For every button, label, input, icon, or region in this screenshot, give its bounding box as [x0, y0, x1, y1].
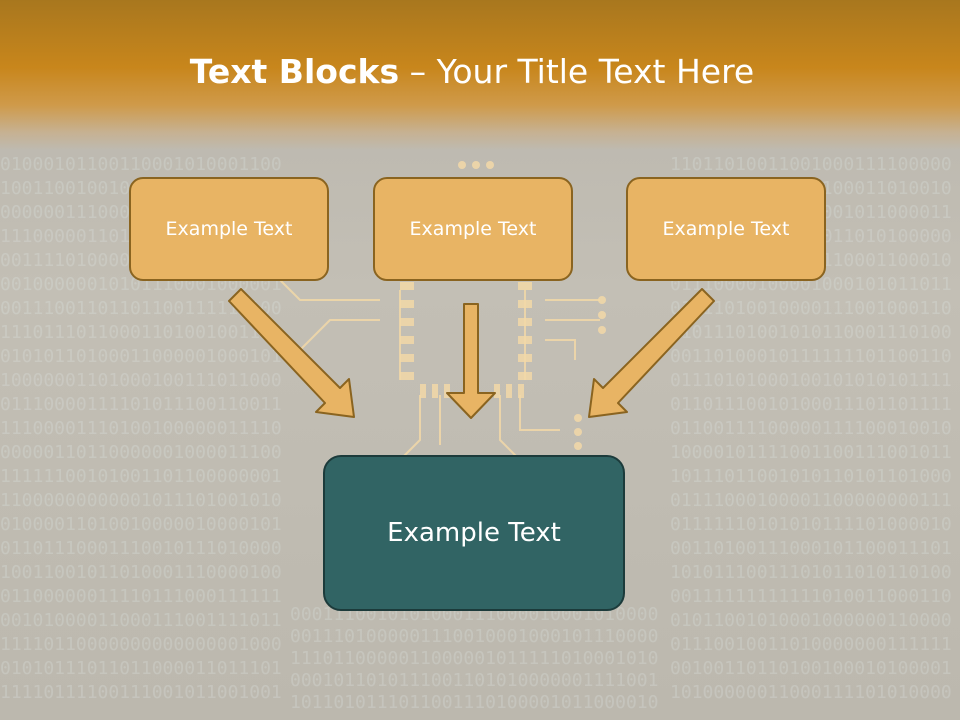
slide-title: Text Blocks – Your Title Text Here: [0, 52, 944, 91]
svg-text:11110111100111001011001001: 11110111100111001011001001: [0, 682, 282, 703]
svg-text:01111110101010111101000010: 01111110101010111101000010: [670, 514, 952, 535]
svg-text:01110010011010000000111111: 01110010011010000000111111: [670, 634, 952, 655]
svg-text:11111100101001101100000001: 11111100101001101100000001: [0, 466, 282, 487]
svg-text:01111010010000111001000110: 01111010010000111001000110: [670, 298, 952, 319]
svg-text:001110100000111001000100010111: 0011101000001110010001000101110000: [290, 626, 658, 647]
arrow-right: [588, 288, 715, 418]
svg-text:10100000011000111101010000: 10100000011000111101010000: [670, 682, 952, 703]
svg-text:01010111011011000011011101: 01010111011011000011011101: [0, 658, 282, 679]
svg-text:00111111111111010011000110: 00111111111111010011000110: [670, 586, 952, 607]
svg-text:10000101111001100111001011: 10000101111001100111001011: [670, 442, 952, 463]
svg-text:101101011101100111010000101100: 1011010111011001110100001011000010: [290, 692, 658, 713]
result-block-label: Example Text: [387, 518, 561, 548]
svg-text:10000001101000100111011000: 10000001101000100111011000: [0, 370, 282, 391]
svg-text:111011000001100000101111101000: 1110110000011000001011111010001010: [290, 648, 658, 669]
svg-text:000101101011100110101000000111: 0001011010111001101010000001111001: [290, 670, 658, 691]
svg-text:11011010011001000111100000: 11011010011001000111100000: [670, 154, 952, 175]
result-block[interactable]: Example Text: [323, 455, 625, 611]
svg-text:00111001101101100111111100: 00111001101101100111111100: [0, 298, 282, 319]
title-bold: Text Blocks: [189, 52, 400, 91]
svg-text:01000011010010000010000101: 01000011010010000010000101: [0, 514, 282, 535]
text-block-2[interactable]: Example Text: [373, 177, 573, 281]
svg-text:01100000011110111000111111: 01100000011110111000111111: [0, 586, 282, 607]
text-block-3-label: Example Text: [662, 218, 790, 240]
svg-text:01101110001110010111010000: 01101110001110010111010000: [0, 538, 282, 559]
svg-text:01110000111101011100110011: 01110000111101011100110011: [0, 394, 282, 415]
arrow-left: [228, 288, 355, 418]
svg-text:10101110011101011010110100: 10101110011101011010110100: [670, 562, 952, 583]
text-block-1[interactable]: Example Text: [129, 177, 329, 281]
svg-text:10111011001010110101101000: 10111011001010110101101000: [670, 466, 952, 487]
svg-text:11100001110100100000011110: 11100001110100100000011110: [0, 418, 282, 439]
svg-text:00000110110000001000011100: 00000110110000001000011100: [0, 442, 282, 463]
svg-text:01101110010100011101101111: 01101110010100011101101111: [670, 394, 952, 415]
text-block-3[interactable]: Example Text: [626, 177, 826, 281]
svg-text:01100111100000111100010010: 01100111100000111100010010: [670, 418, 952, 439]
svg-text:11000000000001011101001010: 11000000000001011101001010: [0, 490, 282, 511]
svg-text:01011001010001000000110000: 01011001010001000000110000: [670, 610, 952, 631]
title-separator: –: [399, 52, 437, 91]
svg-text:01010110100011000001000101: 01010110100011000001000101: [0, 346, 282, 367]
svg-text:00110100010111111101100110: 00110100010111111101100110: [670, 346, 952, 367]
svg-text:00100110110100100010100001: 00100110110100100010100001: [670, 658, 952, 679]
header-band: [0, 0, 960, 150]
svg-text:00110100111000101100011101: 00110100111000101100011101: [670, 538, 952, 559]
text-block-1-label: Example Text: [165, 218, 293, 240]
svg-text:00101000011000111001111011: 00101000011000111001111011: [0, 610, 282, 631]
svg-text:11110110000000000000001000: 11110110000000000000001000: [0, 634, 282, 655]
arrow-center: [446, 303, 496, 419]
svg-text:01110101000100101010101111: 01110101000100101010101111: [670, 370, 952, 391]
svg-text:11101110110001101001001100: 11101110110001101001001100: [0, 322, 282, 343]
svg-text:11011101001010110001110100: 11011101001010110001110100: [670, 322, 952, 343]
svg-text:01111000100001100000000111: 01111000100001100000000111: [670, 490, 952, 511]
title-regular: Your Title Text Here: [436, 52, 755, 91]
svg-text:01000101100110001010001100: 01000101100110001010001100: [0, 154, 282, 175]
text-block-2-label: Example Text: [409, 218, 537, 240]
svg-text:10011001011010001110000100: 10011001011010001110000100: [0, 562, 282, 583]
